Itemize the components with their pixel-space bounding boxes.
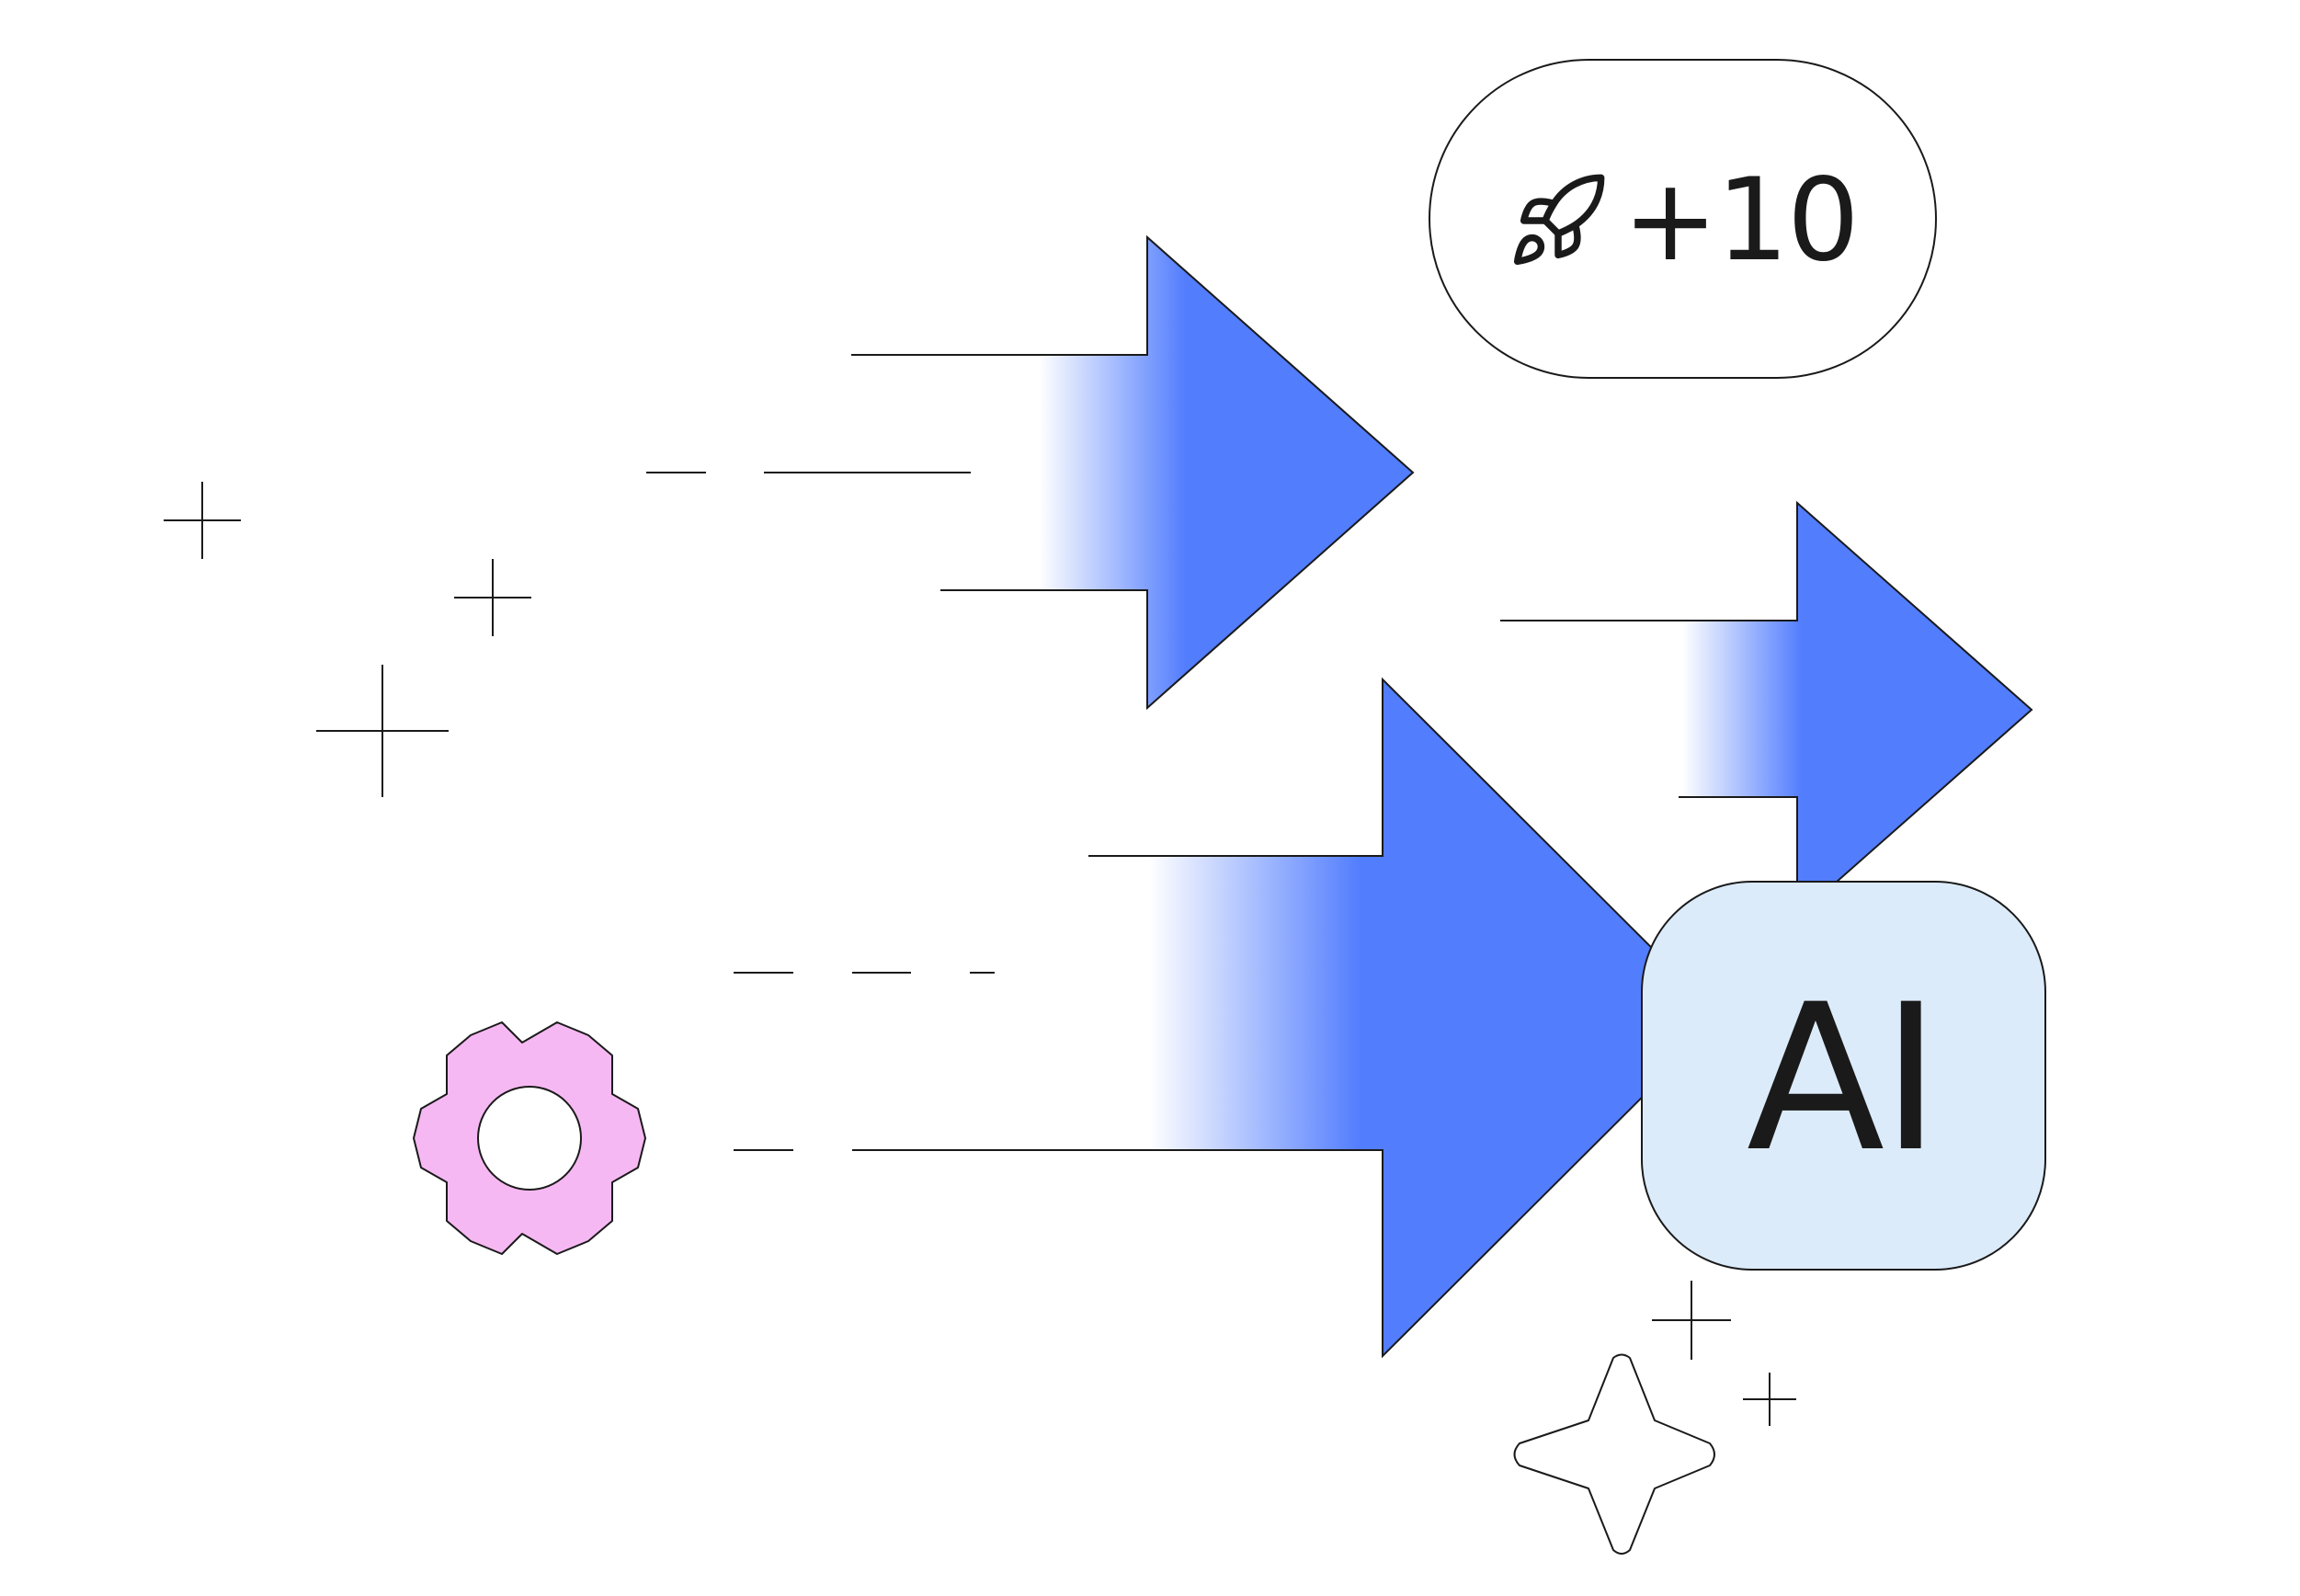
arrow-top xyxy=(851,234,1415,711)
plus-sparkle-icon xyxy=(1652,1281,1731,1360)
speed-lines xyxy=(646,472,995,1151)
badge-pill xyxy=(1429,59,1937,379)
arrow-bottom xyxy=(852,677,1724,1359)
ai-tile xyxy=(1641,881,2046,1271)
badge-content: +10 xyxy=(1416,138,1949,303)
rocket-icon xyxy=(1514,174,1605,266)
plus-sparkle-icon xyxy=(454,559,531,636)
badge-label: +10 xyxy=(1623,154,1860,287)
sparkle-icon xyxy=(1513,1353,1715,1555)
plus-sparkle-icon xyxy=(1743,1373,1796,1426)
gear-icon xyxy=(413,1021,646,1255)
plus-sparkle-icon xyxy=(316,665,449,797)
arrow-right xyxy=(1500,500,2033,919)
plus-sparkle-icon xyxy=(164,482,241,559)
ai-label: AI xyxy=(1746,960,1941,1196)
